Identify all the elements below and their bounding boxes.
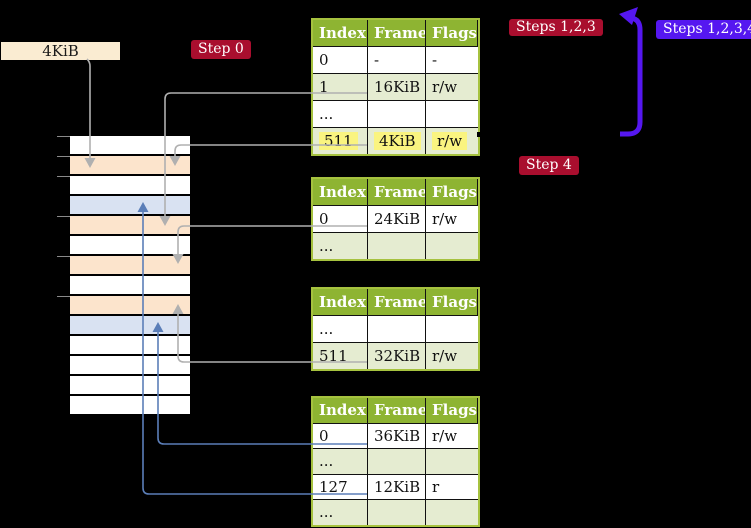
memory-frame-row-free [70,276,190,294]
header-frame: Frame [368,20,426,46]
memory-frame-row-mapped [70,316,190,334]
header-frame: Frame [368,179,426,205]
table-header-row: Index Frame Flags [313,20,478,46]
highlighted-frame: 4KiB [374,132,421,150]
header-flags: Flags [426,289,478,315]
page-table-level2: Index Frame Flags ... 511 32KiB r/w [311,287,480,371]
memory-address-tick [57,176,70,177]
memory-frame-row-free [70,336,190,354]
header-index: Index [313,179,368,205]
page-table-level3: Index Frame Flags 0 24KiB r/w ... [311,177,480,261]
header-index: Index [313,20,368,46]
table-row: 0 24KiB r/w [313,205,478,232]
table-header-row: Index Frame Flags [313,179,478,205]
table-row-recursive-entry: 511 4KiB r/w [313,127,478,154]
memory-address-tick [57,156,70,157]
memory-frame-row-pagetable [70,216,190,234]
arrowhead-left-icon [619,7,638,25]
frame-4kib-label: 4KiB [1,42,120,60]
memory-address-tick [57,136,70,137]
memory-frame-row-free [70,136,190,154]
header-index: Index [313,398,368,423]
step-4-badge: Step 4 [519,156,579,175]
table-row: 127 12KiB r [313,473,478,499]
header-frame: Frame [368,398,426,423]
table-row: 1 16KiB r/w [313,73,478,100]
steps-1234-badge: Steps 1,2,3,4 [656,20,751,39]
memory-frame-row-pagetable [70,296,190,314]
step-0-badge: Step 0 [191,40,251,59]
table-row: ... [313,448,478,474]
physical-memory-column [70,136,190,416]
memory-frame-row-free [70,356,190,374]
header-index: Index [313,289,368,315]
table-header-row: Index Frame Flags [313,289,478,315]
memory-frame-row-free [70,396,190,414]
header-flags: Flags [426,398,478,423]
table-row: ... [313,499,478,525]
memory-frame-row-pagetable [70,256,190,274]
memory-frame-row-free [70,376,190,394]
memory-address-tick [57,296,70,297]
memory-address-tick [57,256,70,257]
header-flags: Flags [426,20,478,46]
memory-frame-row-free [70,236,190,254]
table-header-row: Index Frame Flags [313,398,478,423]
highlighted-flags: r/w [432,132,468,150]
memory-frame-row-mapped [70,196,190,214]
memory-frame-row-free [70,176,190,194]
highlighted-index: 511 [319,132,358,150]
page-table-level4: Index Frame Flags 0 - - 1 16KiB r/w ... … [311,18,480,156]
page-table-level1: Index Frame Flags 0 36KiB r/w ... 127 12… [311,396,480,527]
memory-address-tick [57,216,70,217]
table-row: ... [313,232,478,259]
header-flags: Flags [426,179,478,205]
table-row: ... [313,100,478,127]
table-row: 0 36KiB r/w [313,422,478,448]
recursive-loop-arrow [620,15,643,137]
table-row: ... [313,315,478,342]
header-frame: Frame [368,289,426,315]
table-row: 511 32KiB r/w [313,342,478,369]
memory-frame-row-pagetable [70,156,190,174]
steps-123-badge: Steps 1,2,3 [509,19,603,36]
table-row: 0 - - [313,46,478,73]
